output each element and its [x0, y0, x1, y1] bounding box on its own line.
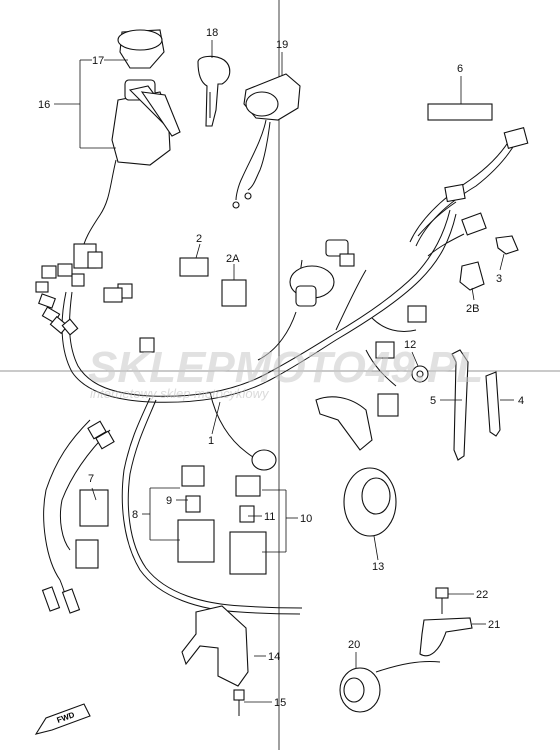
- callout-9: 9: [166, 495, 172, 507]
- relay-socket-2: [179, 257, 209, 277]
- callout-20: 20: [348, 639, 360, 651]
- callout-8: 8: [132, 509, 138, 521]
- leader-lines: [54, 40, 514, 703]
- watermark: SKLEPMOTO49.PL internetowy sklep motocyk…: [88, 343, 483, 401]
- callout-1: 1: [208, 435, 214, 447]
- callout-22: 22: [476, 589, 488, 601]
- handlebar-switch: [232, 73, 301, 209]
- callout-6: 6: [457, 63, 463, 75]
- ignition-key: [197, 55, 231, 127]
- callout-19: 19: [276, 39, 288, 51]
- callout-17: 17: [92, 55, 104, 67]
- callout-16: 16: [38, 99, 50, 111]
- bracket-21: [419, 617, 473, 657]
- horn-13: [315, 396, 397, 537]
- callout-10: 10: [300, 513, 312, 525]
- harness-connectors: [87, 127, 529, 471]
- callout-4: 4: [518, 395, 524, 407]
- cable-band-5: [451, 349, 469, 461]
- bracket-4: [485, 371, 501, 437]
- callout-12: 12: [404, 339, 416, 351]
- callout-2: 2: [196, 233, 202, 245]
- callout-13: 13: [372, 561, 384, 573]
- callout-3: 3: [496, 273, 502, 285]
- callout-11: 11: [264, 511, 275, 523]
- relays-group: [75, 465, 267, 575]
- callout-15: 15: [274, 697, 286, 709]
- clamp-3: [495, 235, 519, 255]
- resistor-left-1: [41, 586, 61, 612]
- callout-7: 7: [88, 473, 94, 485]
- watermark-brand: SKLEPMOTO49.PL: [88, 343, 483, 392]
- watermark-tagline: internetowy sklep motocyklowy: [90, 386, 270, 401]
- callout-labels: 1 2 2A 2B 3 4 5 6 7 8 9 10 11 12 13 14 1…: [38, 27, 524, 709]
- relay-socket-2a: [221, 279, 247, 307]
- callout-14: 14: [268, 651, 280, 663]
- bolt-22: [435, 587, 449, 614]
- cover-2b: [459, 261, 485, 291]
- resistor-left-2: [61, 588, 81, 614]
- warning-label-plate: [427, 103, 493, 121]
- callout-2a: 2A: [226, 253, 240, 265]
- callout-21: 21: [488, 619, 500, 631]
- socket-20: [339, 661, 441, 713]
- callout-5: 5: [430, 395, 436, 407]
- callout-18: 18: [206, 27, 218, 39]
- bracket-14: [181, 605, 249, 687]
- ignition-switch: [73, 29, 181, 269]
- forward-direction-arrow: FWD: [34, 703, 91, 735]
- callout-2b: 2B: [466, 303, 479, 315]
- left-connector-cluster: [35, 263, 123, 336]
- bolt-15: [233, 689, 245, 716]
- main-wiring-harness: [43, 135, 517, 615]
